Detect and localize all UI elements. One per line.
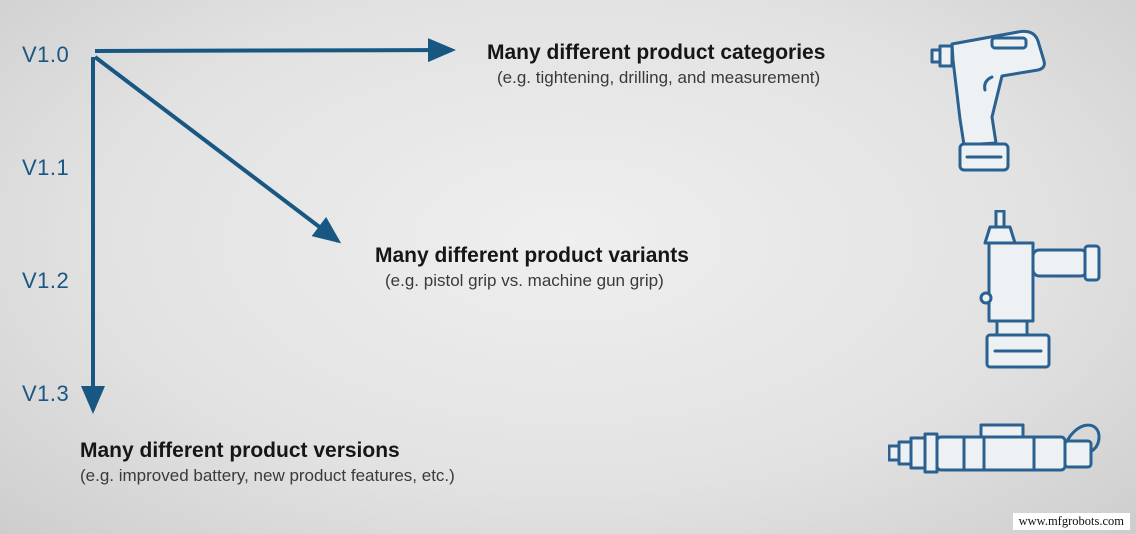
pistol-grip-tool-icon	[930, 25, 1080, 175]
branch-versions-title: Many different product versions	[80, 439, 400, 462]
branch-variants-title: Many different product variants	[375, 244, 689, 267]
branch-versions-subtitle: (e.g. improved battery, new product feat…	[80, 466, 455, 485]
branch-categories-subtitle: (e.g. tightening, drilling, and measurem…	[497, 68, 821, 87]
branch-variants-subtitle: (e.g. pistol grip vs. machine gun grip)	[385, 271, 664, 290]
arrow-categories	[94, 38, 456, 63]
arrow-variants	[93, 55, 342, 244]
version-label-v1-3: V1.3	[22, 381, 70, 406]
branch-categories: Many different product categories (e.g. …	[487, 41, 825, 88]
version-label-v1-0: V1.0	[22, 42, 70, 67]
branch-variants: Many different product variants (e.g. pi…	[375, 244, 689, 291]
version-label-v1-2: V1.2	[22, 268, 70, 293]
inline-tool-icon	[888, 405, 1103, 500]
version-label-v1-1: V1.1	[22, 155, 70, 180]
watermark: www.mfgrobots.com	[1012, 513, 1130, 530]
branch-categories-title: Many different product categories	[487, 41, 826, 64]
riveting-tool-icon	[965, 210, 1115, 370]
branch-versions: Many different product versions (e.g. im…	[80, 439, 455, 486]
